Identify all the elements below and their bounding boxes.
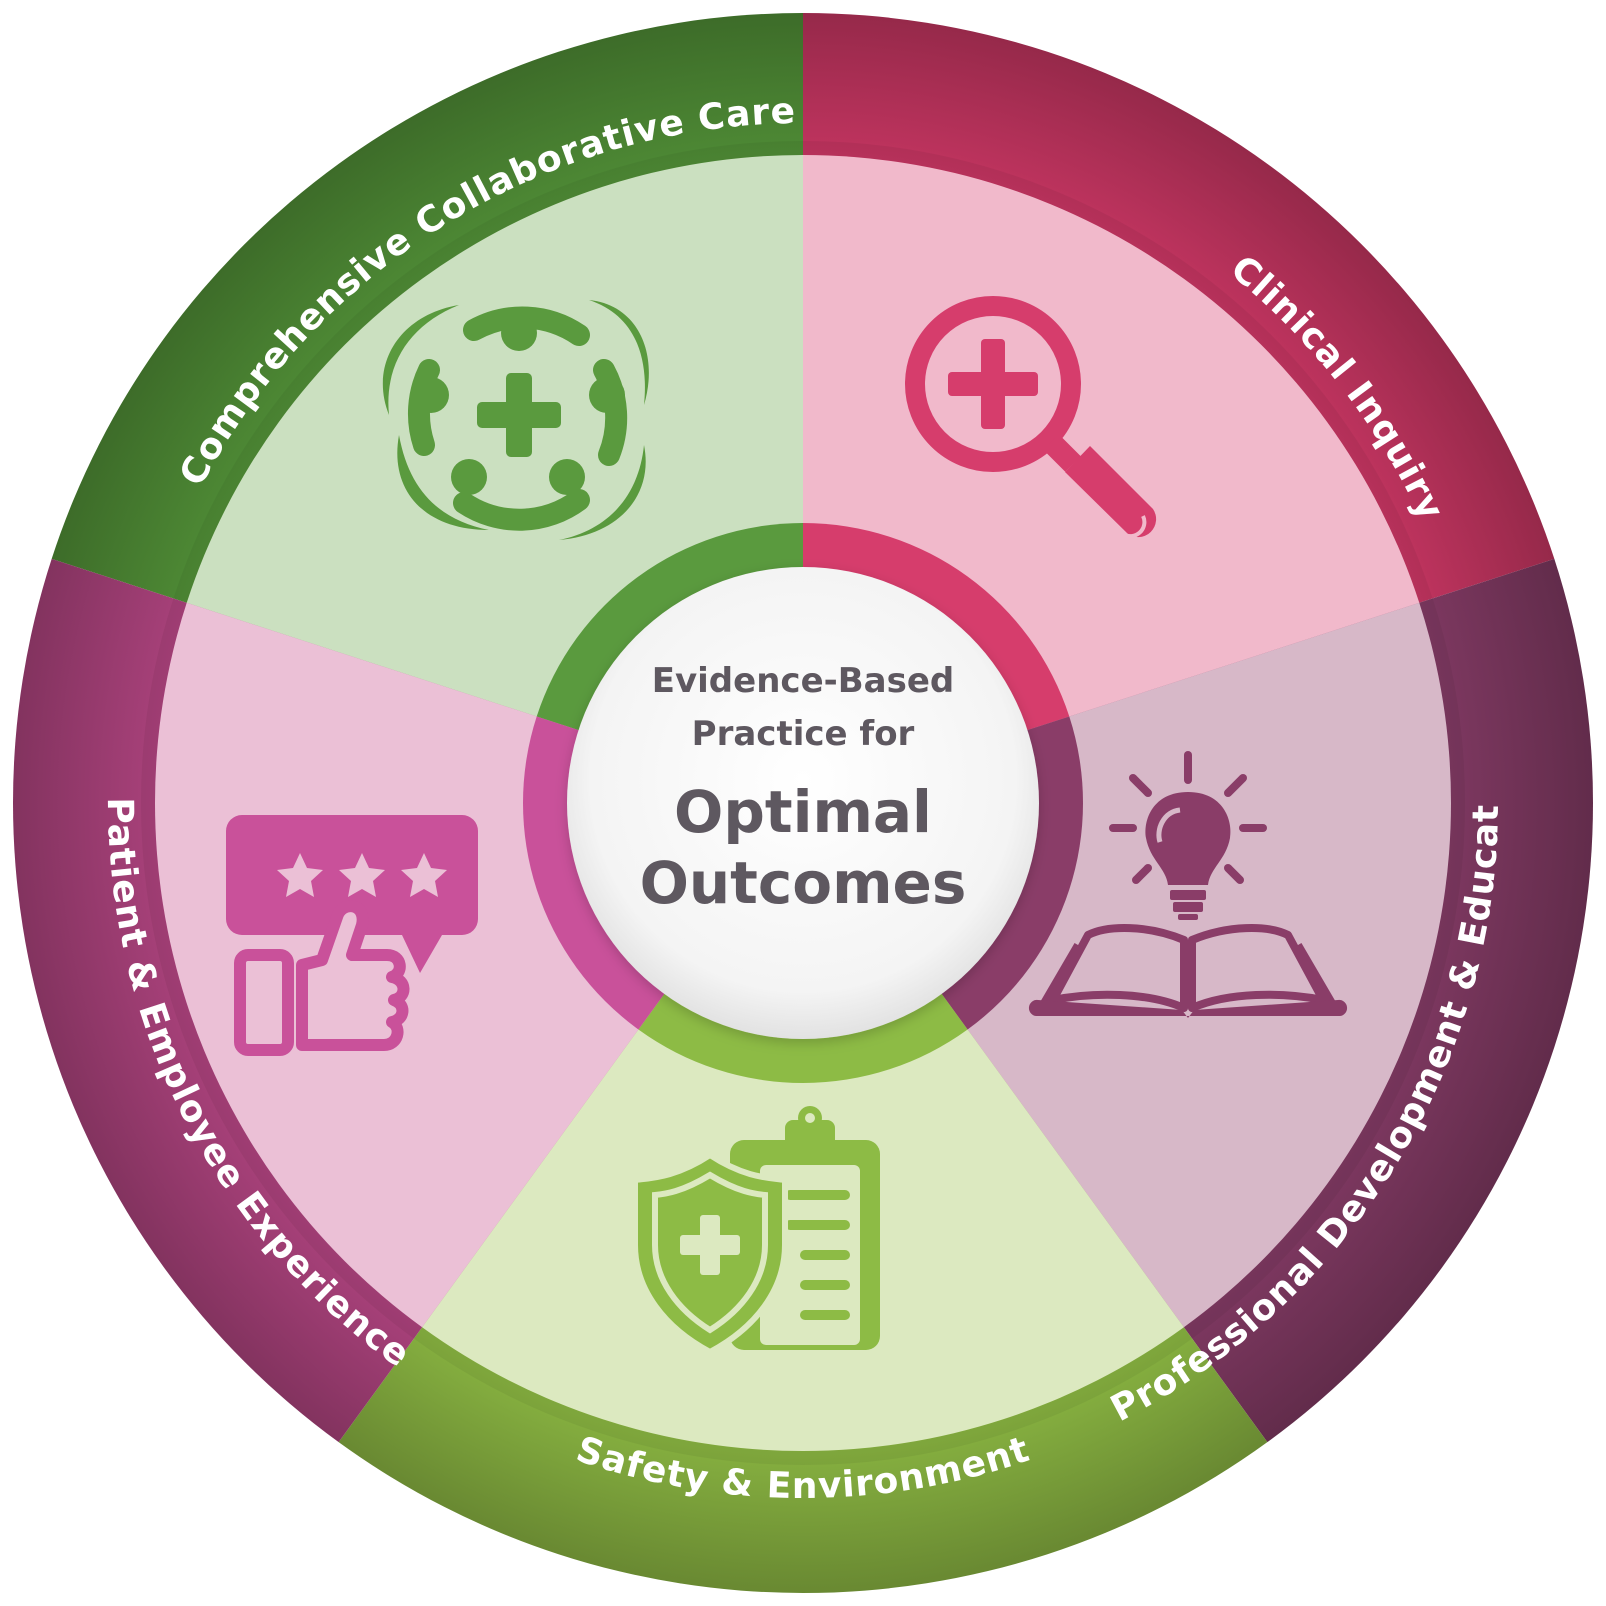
center-disk (567, 567, 1039, 1039)
center-line-4: Outcomes (640, 849, 967, 917)
magnifier-plus-icon (905, 296, 1157, 539)
lightbulb-book-icon (1028, 751, 1348, 1018)
center-line-3: Optimal (674, 778, 932, 846)
center-line-1: Evidence-Based (652, 661, 954, 701)
center-line-2: Practice for (692, 714, 915, 754)
rating-thumbs-up-icon (226, 815, 478, 1056)
collaborative-care-icon (382, 300, 649, 540)
shield-clipboard-icon (632, 1106, 880, 1356)
inner-ring-shade (141, 141, 1465, 1465)
